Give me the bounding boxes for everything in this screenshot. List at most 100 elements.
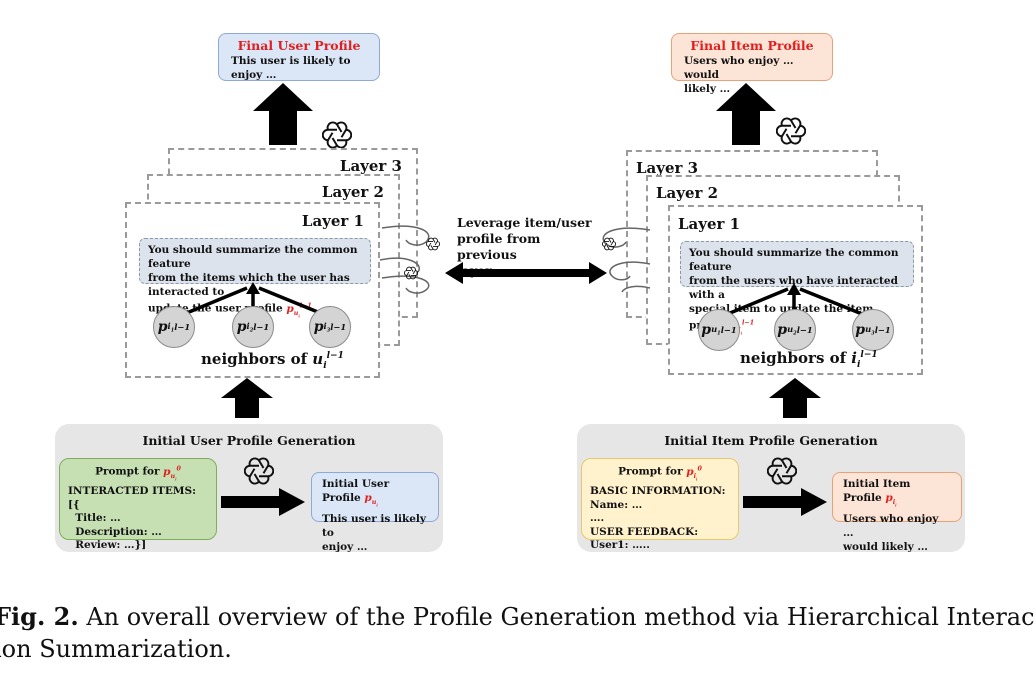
double-arrow-icon (445, 262, 607, 284)
prompt-line: You should summarize the common feature (689, 247, 899, 273)
user-prompt-var: pui0 (163, 465, 181, 481)
user-prompt-box: Prompt for pui0 INTERACTED ITEMS: [{ Tit… (59, 458, 217, 551)
item-prompt-line: BASIC INFORMATION: (590, 485, 726, 498)
n-sub: i (246, 320, 250, 331)
openai-logo-icon (426, 237, 440, 251)
layer-1-title: Layer 1 (301, 212, 364, 230)
n-base: p (701, 322, 712, 338)
item-prompt-box: Prompt for pii0 BASIC INFORMATION: Name:… (581, 458, 739, 551)
item-prompt-line: Name: … (590, 498, 643, 511)
caption-line-1: An overall overview of the Profile Gener… (86, 603, 1035, 631)
item-prompt-title: Prompt for pii0 (590, 462, 730, 485)
loop-arrow-icon (602, 227, 651, 293)
user-summarize-prompt: You should summarize the common feature … (139, 238, 371, 318)
item-output-title-text: Initial Item Profile (843, 478, 911, 504)
user-output-title: Initial User Profile pui (322, 477, 428, 512)
var-sub: u (170, 472, 176, 480)
final-user-profile-title: Final User Profile (237, 38, 361, 53)
layer-3-title: Layer 3 (636, 159, 699, 177)
final-user-profile-box: Final User Profile This user is likely t… (218, 33, 380, 81)
initial-user-profile-output: Initial User Profile pui This user is li… (311, 472, 439, 553)
layer-1-card-user: Layer 1 You should summarize the common … (125, 202, 380, 378)
final-item-profile-line: likely … (684, 83, 731, 95)
n-sub: i (167, 320, 171, 331)
user-prompt-title-text: Prompt for (95, 465, 160, 478)
neighbors-var: u (312, 350, 324, 368)
user-output-line: This user is likely to (322, 513, 426, 540)
prompt-line: You should summarize the common feature (148, 244, 358, 270)
n-sup: l−1 (253, 322, 270, 332)
var-base: p (686, 465, 694, 478)
var-sub: i (892, 499, 896, 507)
var-subsub: i (740, 329, 743, 335)
initial-user-profile-title: Initial User Profile Generation (142, 433, 356, 448)
var-subsub: i (376, 502, 378, 508)
n-subsub: 2 (793, 330, 797, 337)
var-sub: u (371, 499, 377, 507)
item-summarize-prompt: You should summarize the common feature … (680, 241, 914, 335)
right-arrow-icon (743, 488, 827, 516)
n-subsub: 1 (170, 327, 175, 334)
openai-logo-icon (404, 266, 418, 280)
var-sup: l−1 (742, 319, 755, 326)
n-sup: l−1 (874, 325, 891, 335)
neighbors-label: neighbors of uil−1 (201, 350, 344, 371)
neighbors-label-text: neighbors of (201, 350, 308, 368)
user-prompt-line: INTERACTED ITEMS: (68, 485, 196, 498)
user-prompt-title: Prompt for pui0 (68, 462, 208, 485)
n-sup: l−1 (174, 322, 191, 332)
up-arrow-icon (253, 83, 313, 145)
n-base: p (777, 322, 788, 338)
loop-arrow-icon (379, 225, 430, 294)
openai-logo-icon (244, 456, 274, 486)
var-sup: 0 (176, 465, 181, 472)
leverage-line: Leverage item/user (457, 215, 592, 230)
user-prompt-line: Title: … (68, 512, 121, 525)
initial-item-profile-title: Initial Item Profile Generation (664, 433, 878, 448)
user-prompt-line: Review: …}] (68, 539, 147, 552)
item-output-line: would likely … (843, 541, 928, 554)
neighbors-var-sup: l−1 (860, 350, 878, 360)
initial-item-profile-panel: Initial Item Profile Generation Prompt f… (577, 424, 965, 554)
item-output-line: Users who enjoy … (843, 513, 939, 540)
neighbors-label: neighbors of iil−1 (740, 349, 878, 370)
neighbors-var: i (851, 349, 857, 367)
n-subsub: 3 (871, 330, 875, 337)
var-subsub: i (895, 502, 897, 508)
user-output-var: pui (364, 492, 378, 508)
n-subsub: 3 (326, 327, 331, 334)
neighbors-var-sup: l−1 (326, 351, 344, 361)
n-base: p (313, 319, 324, 335)
item-output-title: Initial Item Profile pii (843, 477, 951, 512)
layer-3-title: Layer 3 (339, 157, 402, 175)
item-prompt-title-text: Prompt for (618, 465, 683, 478)
openai-logo-icon (767, 456, 797, 486)
var-subsub: i (298, 312, 300, 318)
neighbors-var-sub: i (323, 361, 327, 371)
n-sub: u (787, 323, 794, 334)
var-sub: u (293, 309, 299, 317)
layer-2-title: Layer 2 (321, 183, 384, 201)
figure-caption: Fig. 2. An overall overview of the Profi… (0, 601, 1035, 633)
n-sub: u (865, 323, 872, 334)
openai-logo-icon (602, 237, 616, 251)
var-sub: i (693, 472, 697, 480)
n-sub: i (323, 320, 327, 331)
n-sup: l−1 (330, 322, 347, 332)
user-prompt-line: Description: … (68, 525, 162, 538)
n-sup: l−1 (720, 325, 737, 335)
user-prompt-line: [{ (68, 498, 80, 511)
neighbors-var-sub: i (857, 360, 861, 370)
prompt-line: from the users who have interacted with … (689, 275, 898, 301)
user-output-line: enjoy … (322, 541, 368, 554)
final-user-profile-text: This user is likely to enjoy … (231, 55, 351, 81)
layer-2-title: Layer 2 (656, 184, 719, 202)
n-subsub: 1 (717, 330, 721, 337)
final-item-profile-box: Final Item Profile Users who enjoy … wou… (671, 33, 833, 95)
